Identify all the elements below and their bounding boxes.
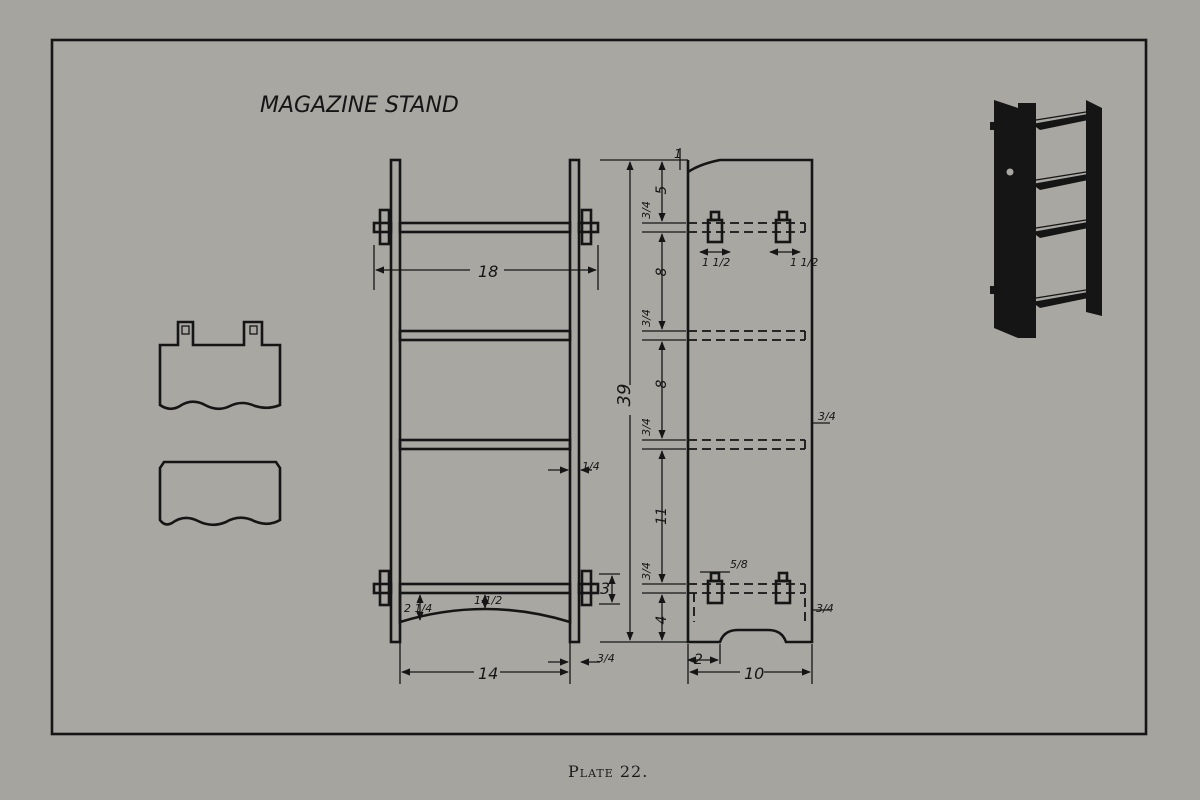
dim-front-inner-width: 14: [478, 664, 498, 683]
front-right-upright: [568, 158, 581, 644]
dim-side-shelf-thickness-4: 3/4: [640, 562, 653, 580]
detail-end-profile: [158, 320, 282, 411]
perspective-view: [990, 100, 1102, 338]
dim-side-tenon-width-2: 1 1/2: [790, 256, 818, 269]
plate-caption: Plate 22.: [568, 762, 648, 781]
dim-side-height: 39: [614, 384, 635, 407]
front-shelf-2: [398, 329, 572, 342]
dim-side-shelf-thickness-1: 3/4: [640, 201, 653, 219]
front-left-upright: [389, 158, 402, 644]
side-view: 39 5 8 8 11 4 3/4 3/4 3/4 3/4 1 1 1/2 1 …: [600, 147, 836, 684]
front-shelf-1: [398, 221, 572, 234]
front-shelf-4: [398, 582, 572, 595]
dim-side-shelf-gap-2: 8: [654, 379, 670, 388]
front-view: 18 14 3/4 1/4 2 1/4 1 1/2 3: [372, 158, 620, 684]
dim-front-rail-thickness: 1/4: [582, 460, 600, 473]
drawing-title: MAGAZINE STAND: [260, 93, 459, 118]
dim-front-skirt-depth: 2 1/4: [404, 602, 432, 615]
dim-side-bottom: 4: [654, 616, 670, 625]
front-skirt-arch: [398, 593, 572, 624]
dim-front-skirt-center: 1 1/2: [474, 594, 502, 607]
dim-front-side-thickness: 3/4: [597, 652, 615, 665]
dim-side-dado-depth: 3/4: [818, 410, 836, 423]
dim-side-shelf-thickness-3: 3/4: [640, 418, 653, 436]
dim-side-shelf-gap-1: 8: [654, 267, 670, 276]
side-outline: [686, 158, 814, 644]
dim-front-width: 18: [478, 262, 498, 281]
dim-side-top: 1: [674, 147, 682, 161]
front-tenon-keys: [372, 208, 600, 607]
dim-side-depth: 10: [744, 664, 764, 683]
dim-front-leg: 3: [600, 579, 610, 598]
side-tenon-keys: [706, 210, 792, 605]
dim-side-tenon-width-1: 1 1/2: [702, 256, 730, 269]
dim-side-shelf-thickness-2: 3/4: [640, 309, 653, 327]
dim-side-top-gap: 5: [654, 185, 670, 194]
dim-side-arch-offset: 2: [694, 652, 703, 668]
front-shelf-3: [398, 438, 572, 451]
dim-side-bottom-thickness: 3/4: [816, 602, 834, 615]
detail-shelf-profile: [158, 460, 282, 527]
side-dado-3: [688, 439, 806, 450]
side-dado-2: [688, 330, 806, 341]
dim-side-key-width: 5/8: [730, 558, 748, 571]
dim-side-shelf-gap-3: 11: [654, 507, 670, 525]
plate-border: [50, 38, 1148, 736]
